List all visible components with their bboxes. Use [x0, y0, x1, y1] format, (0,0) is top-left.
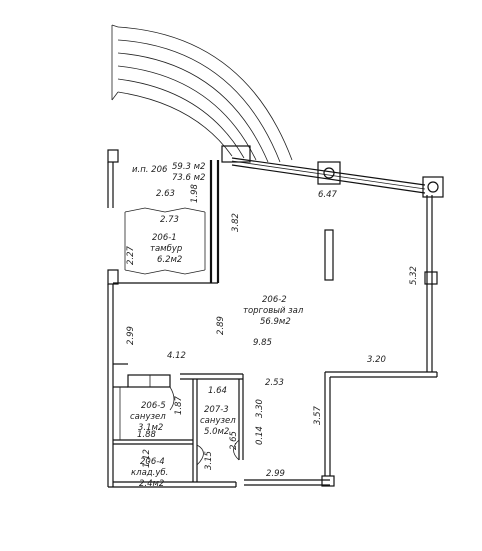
room-206-5: 206-5 санузел 3.1м2: [130, 401, 166, 433]
outer-walls: [107, 145, 444, 488]
room-207-3: 207-3 санузел 5.0м2: [200, 405, 236, 437]
building-area-2: 73.6 м2: [172, 173, 205, 183]
dim-4-12: 4.12: [167, 351, 186, 361]
column: [324, 229, 334, 281]
room-206-4: 206-4 клад.уб. 2.4м2: [131, 457, 168, 489]
room-name: тамбур: [150, 244, 182, 254]
dim-1-64: 1.64: [208, 386, 227, 396]
room-name: санузел: [200, 416, 236, 426]
room-name: торговый зал: [243, 306, 304, 316]
room-code: 206-4: [140, 457, 165, 467]
dim-1-98: 1.98: [190, 183, 200, 203]
dim-2-99-left: 2.99: [126, 326, 136, 345]
room-area: 5.0м2: [204, 427, 229, 437]
dim-6-47: 6.47: [318, 190, 338, 200]
dim-2-27: 2.27: [126, 245, 136, 265]
dim-5-32: 5.32: [409, 266, 419, 285]
dim-2-99-bottom: 2.99: [266, 469, 285, 479]
dim-3-30: 3.30: [255, 399, 265, 418]
dim-2-89: 2.89: [216, 316, 226, 335]
dim-1-88: 1.88: [137, 430, 157, 440]
building-code: и.п. 206: [132, 165, 168, 175]
dim-2-73: 2.73: [160, 215, 179, 225]
room-206-1: 206-1 тамбур 6.2м2: [150, 233, 182, 265]
dim-1-12: 1.12: [142, 449, 152, 468]
dim-0-14: 0.14: [255, 426, 265, 445]
dim-3-57: 3.57: [313, 405, 323, 425]
room-206-2: 206-2 торговый зал 56.9м2: [243, 295, 304, 327]
room-code: 206-2: [262, 295, 287, 305]
dim-3-20: 3.20: [367, 355, 386, 365]
room-area: 56.9м2: [260, 317, 291, 327]
dim-2-53: 2.53: [265, 378, 284, 388]
dim-3-82: 3.82: [231, 213, 241, 232]
building-label: и.п. 206 59.3 м2 73.6 м2: [132, 162, 205, 183]
dim-1-87: 1.87: [174, 395, 184, 415]
room-area: 2.4м2: [139, 479, 164, 489]
room-name: санузел: [130, 412, 166, 422]
dim-2-63: 2.63: [156, 189, 175, 199]
dim-9-85: 9.85: [253, 338, 272, 348]
room-code: 206-5: [141, 401, 166, 411]
dim-3-15: 3.15: [204, 451, 214, 470]
room-code: 207-3: [204, 405, 229, 415]
interior-walls: [113, 363, 244, 482]
building-area-1: 59.3 м2: [172, 162, 205, 172]
room-area: 3.1м2: [138, 423, 163, 433]
dimensions: 6.47 2.63 1.98 2.73 3.82 2.27 5.32 2.99 …: [126, 183, 419, 479]
room-name: клад.уб.: [131, 468, 168, 478]
dim-2-65: 2.65: [229, 431, 239, 450]
entrance-steps: [111, 24, 293, 163]
room-area: 6.2м2: [157, 255, 182, 265]
room-code: 206-1: [152, 233, 177, 243]
